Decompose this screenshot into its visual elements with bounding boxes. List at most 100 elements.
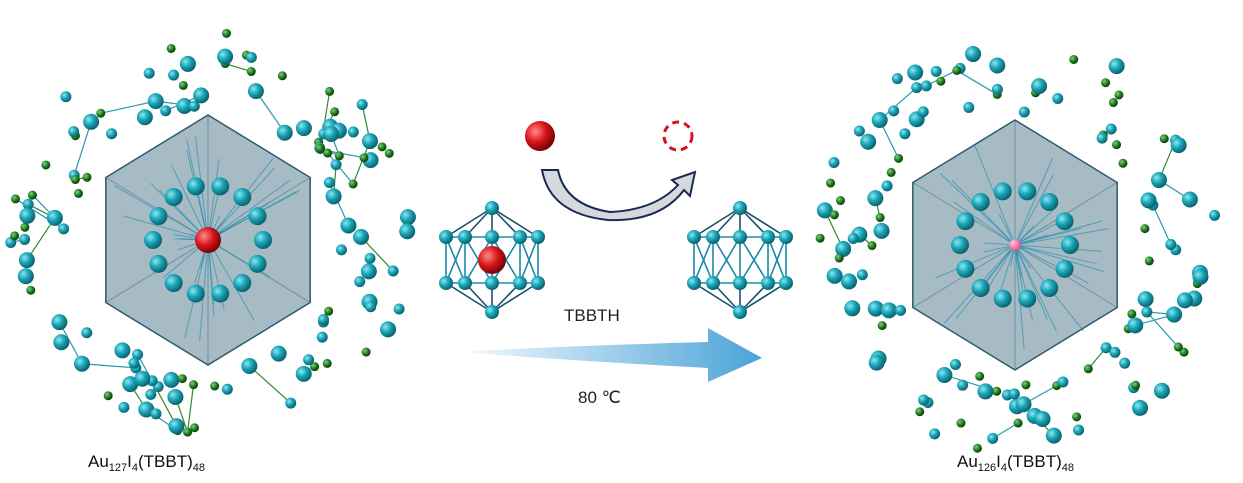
bond bbox=[519, 236, 539, 284]
au-atom bbox=[114, 342, 131, 359]
formula-part: 127 bbox=[108, 462, 128, 474]
s-atom bbox=[1131, 380, 1141, 390]
au-atom bbox=[132, 349, 144, 361]
center-atom bbox=[1009, 239, 1021, 251]
au-atom bbox=[853, 125, 865, 137]
au-atom bbox=[325, 188, 342, 205]
au-atom bbox=[929, 428, 941, 440]
bond bbox=[1014, 244, 1098, 265]
formula-part: 48 bbox=[192, 462, 206, 474]
bond bbox=[1014, 244, 1104, 272]
s-atom bbox=[1021, 380, 1031, 390]
bond bbox=[1014, 174, 1054, 246]
bond bbox=[693, 236, 714, 284]
au-atom bbox=[247, 83, 264, 100]
bond bbox=[983, 244, 1016, 285]
s-atom bbox=[1013, 418, 1023, 428]
s-atom bbox=[1173, 342, 1183, 352]
au-atom bbox=[993, 182, 1012, 201]
au-atom bbox=[254, 231, 272, 249]
au-atom bbox=[971, 279, 990, 298]
bond bbox=[491, 282, 539, 313]
au-atom bbox=[1018, 182, 1037, 201]
au-atom bbox=[1018, 289, 1037, 308]
vacancy-circle bbox=[662, 120, 694, 152]
bond bbox=[712, 236, 741, 284]
bond bbox=[953, 201, 1016, 246]
au-atom bbox=[856, 269, 868, 281]
au-atom bbox=[60, 91, 72, 103]
au-atom bbox=[233, 274, 252, 293]
bond bbox=[739, 236, 769, 284]
bond bbox=[445, 207, 493, 238]
au-atom bbox=[888, 105, 900, 117]
s-atom bbox=[1159, 134, 1169, 144]
au-atom bbox=[485, 305, 499, 319]
au-atom bbox=[361, 133, 378, 150]
bond bbox=[100, 100, 156, 114]
au-atom bbox=[1008, 388, 1020, 400]
s-atom bbox=[348, 179, 358, 189]
au-atom bbox=[248, 254, 267, 273]
bond bbox=[956, 69, 998, 95]
au-atom bbox=[1140, 192, 1157, 209]
s-atom bbox=[875, 213, 885, 223]
au-atom bbox=[188, 100, 200, 112]
au-atom bbox=[841, 273, 858, 290]
au-atom bbox=[211, 284, 230, 303]
au-atom bbox=[918, 394, 930, 406]
au-atom bbox=[1055, 212, 1074, 231]
au-atom bbox=[17, 268, 34, 285]
s-atom bbox=[70, 175, 80, 185]
au-atom bbox=[1040, 279, 1059, 298]
s-atom bbox=[992, 386, 1002, 396]
bond bbox=[207, 179, 291, 241]
bond bbox=[445, 282, 493, 313]
bond bbox=[1146, 311, 1179, 348]
s-atom bbox=[1101, 78, 1111, 88]
bond bbox=[879, 87, 918, 121]
au-atom bbox=[1100, 342, 1112, 354]
au-atom bbox=[1137, 291, 1154, 308]
au-atom bbox=[1105, 123, 1117, 135]
au-atom bbox=[73, 355, 90, 372]
bond bbox=[951, 180, 1016, 246]
au-atom bbox=[1132, 399, 1149, 416]
bond bbox=[255, 90, 286, 134]
bond bbox=[207, 158, 220, 241]
reaction-arrow bbox=[460, 328, 762, 382]
au-atom bbox=[989, 57, 1006, 74]
au-atom bbox=[957, 379, 969, 391]
s-atom bbox=[1069, 54, 1079, 64]
s-atom bbox=[183, 427, 193, 437]
bond bbox=[739, 282, 787, 313]
au-atom bbox=[118, 401, 130, 413]
bond bbox=[693, 282, 741, 313]
au-atom bbox=[163, 371, 180, 388]
au-atom bbox=[399, 209, 416, 226]
au-atom bbox=[860, 133, 877, 150]
formula-part: 126 bbox=[977, 462, 997, 474]
bond bbox=[445, 236, 466, 284]
s-atom bbox=[323, 148, 333, 158]
au-atom bbox=[458, 276, 472, 290]
au-atom bbox=[164, 274, 183, 293]
au-atom bbox=[891, 73, 903, 85]
bond bbox=[1014, 220, 1063, 246]
s-atom bbox=[384, 148, 394, 158]
au-atom bbox=[323, 126, 340, 143]
au-atom bbox=[439, 230, 453, 244]
s-atom bbox=[277, 71, 287, 81]
s-atom bbox=[190, 423, 200, 433]
s-atom bbox=[103, 391, 113, 401]
au-atom bbox=[816, 202, 833, 219]
au-atom bbox=[58, 223, 70, 235]
s-atom bbox=[41, 160, 51, 170]
au-atom bbox=[1034, 410, 1051, 427]
au-atom bbox=[930, 65, 942, 77]
s-atom bbox=[952, 65, 962, 75]
center-atom bbox=[478, 246, 506, 274]
bond bbox=[491, 207, 539, 238]
au-atom bbox=[761, 276, 775, 290]
s-atom bbox=[894, 153, 904, 163]
